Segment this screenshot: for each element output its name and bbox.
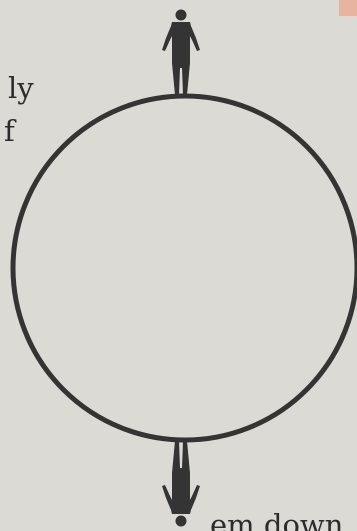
standing-person-top-icon	[162, 10, 200, 96]
planet-circle	[13, 96, 357, 440]
standing-person-bottom-icon	[162, 441, 200, 527]
